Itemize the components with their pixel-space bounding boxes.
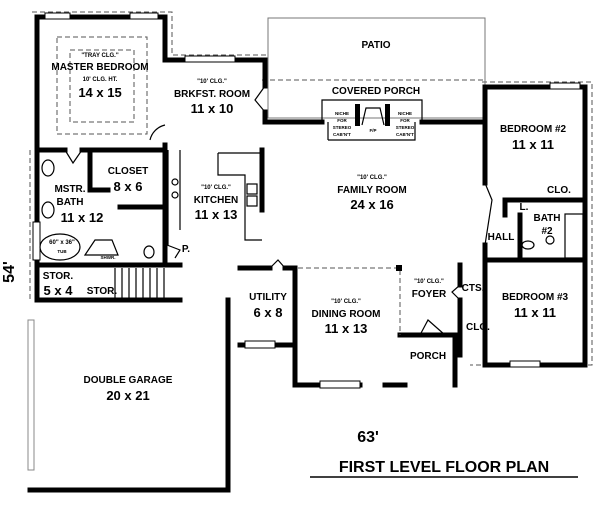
svg-text:"TRAY CLG.": "TRAY CLG." (81, 53, 119, 59)
closet-bedroom3-label: CLO. (466, 322, 490, 333)
master-bedroom: "TRAY CLG." MASTER BEDROOM 10' CLG. HT. … (51, 53, 148, 100)
svg-text:8 x 6: 8 x 6 (114, 179, 143, 194)
svg-text:"10' CLG.": "10' CLG." (197, 79, 227, 85)
svg-text:TUB: TUB (57, 249, 67, 254)
linen-label: L. (520, 202, 529, 213)
svg-text:BEDROOM #2: BEDROOM #2 (500, 124, 567, 135)
svg-text:NICHE: NICHE (335, 111, 349, 116)
svg-text:FAMILY ROOM: FAMILY ROOM (337, 185, 406, 196)
breakfast-room: "10' CLG." BRKFST. ROOM 11 x 10 (174, 79, 250, 116)
tray-ceiling (56, 36, 148, 135)
windows (27, 12, 581, 471)
svg-text:11 x 12: 11 x 12 (61, 210, 104, 225)
depth-dimension: 54' (1, 261, 18, 283)
pantry-label: P. (182, 244, 190, 255)
svg-text:11 x 13: 11 x 13 (195, 207, 238, 222)
svg-text:6 x 8: 6 x 8 (254, 305, 283, 320)
svg-text:14 x 15: 14 x 15 (78, 85, 121, 100)
bedroom-2: BEDROOM #2 11 x 11 (500, 124, 567, 152)
svg-text:STEREO: STEREO (396, 125, 415, 130)
bath-fixtures (39, 159, 584, 261)
kitchen: "10' CLG." KITCHEN 11 x 13 (194, 185, 238, 222)
svg-text:NICHE: NICHE (398, 111, 412, 116)
width-dimension: 63' (357, 429, 379, 446)
bath2-label: BATH (533, 213, 560, 224)
bedroom3-label: BEDROOM #3 (502, 292, 569, 303)
svg-text:"10' CLG.": "10' CLG." (201, 185, 231, 191)
svg-text:20 x 21: 20 x 21 (106, 388, 149, 403)
svg-text:CAB'N'T: CAB'N'T (333, 132, 351, 137)
master-bath: MSTR. BATH 11 x 12 60" x 36" TUB SHWR. (49, 184, 115, 260)
svg-text:"10' CLG.": "10' CLG." (331, 299, 361, 305)
kitchen-counters (167, 150, 262, 245)
svg-text:FOR: FOR (337, 118, 347, 123)
patio-label: PATIO (361, 40, 390, 51)
svg-text:F/P: F/P (369, 128, 376, 133)
patio (267, 17, 486, 119)
svg-text:MASTER BEDROOM: MASTER BEDROOM (51, 62, 148, 73)
porch-label: PORCH (410, 351, 446, 362)
svg-text:"10' CLG.": "10' CLG." (357, 175, 387, 181)
svg-text:DINING ROOM: DINING ROOM (312, 309, 381, 320)
svg-text:11 x 11: 11 x 11 (512, 137, 554, 152)
svg-text:11 x 11: 11 x 11 (514, 305, 556, 320)
plan-title: FIRST LEVEL FLOOR PLAN (339, 459, 549, 476)
garage-label: DOUBLE GARAGE (84, 375, 173, 386)
svg-text:#2: #2 (541, 226, 553, 237)
svg-text:10' CLG. HT.: 10' CLG. HT. (83, 77, 118, 83)
svg-text:KITCHEN: KITCHEN (194, 195, 238, 206)
svg-text:"10' CLG.": "10' CLG." (414, 279, 444, 285)
hall-label: HALL (488, 232, 515, 243)
svg-text:SHWR.: SHWR. (101, 255, 116, 260)
footprint-outline (29, 11, 593, 366)
storage2-label: STOR. (87, 286, 118, 297)
closet: CLOSET 8 x 6 (108, 166, 149, 194)
doors (64, 85, 493, 336)
svg-text:CLOSET: CLOSET (108, 166, 149, 177)
utility-label: UTILITY (249, 292, 287, 303)
svg-text:11 x 13: 11 x 13 (325, 321, 368, 336)
svg-text:60" x 36": 60" x 36" (49, 240, 75, 246)
svg-text:BATH: BATH (56, 197, 83, 208)
covered-porch-label: COVERED PORCH (332, 86, 420, 97)
coats-label: CTS. (462, 283, 485, 294)
closet-bedroom2-label: CLO. (547, 185, 571, 196)
storage-label: STOR. (43, 271, 74, 282)
svg-text:BRKFST. ROOM: BRKFST. ROOM (174, 89, 250, 100)
svg-text:FOR: FOR (400, 118, 410, 123)
dining-room: "10' CLG." DINING ROOM 11 x 13 (312, 299, 381, 336)
family-room: "10' CLG." FAMILY ROOM 24 x 16 (337, 175, 406, 212)
fireplace (321, 99, 423, 141)
svg-text:11 x 10: 11 x 10 (191, 101, 234, 116)
svg-text:CAB'N'T: CAB'N'T (396, 132, 414, 137)
svg-text:24 x 16: 24 x 16 (350, 197, 393, 212)
svg-text:MSTR.: MSTR. (54, 184, 85, 195)
stairs (114, 268, 165, 300)
walls (27, 14, 588, 493)
svg-text:STEREO: STEREO (333, 125, 352, 130)
svg-text:5 x 4: 5 x 4 (44, 283, 74, 298)
foyer-label: FOYER (412, 289, 447, 300)
